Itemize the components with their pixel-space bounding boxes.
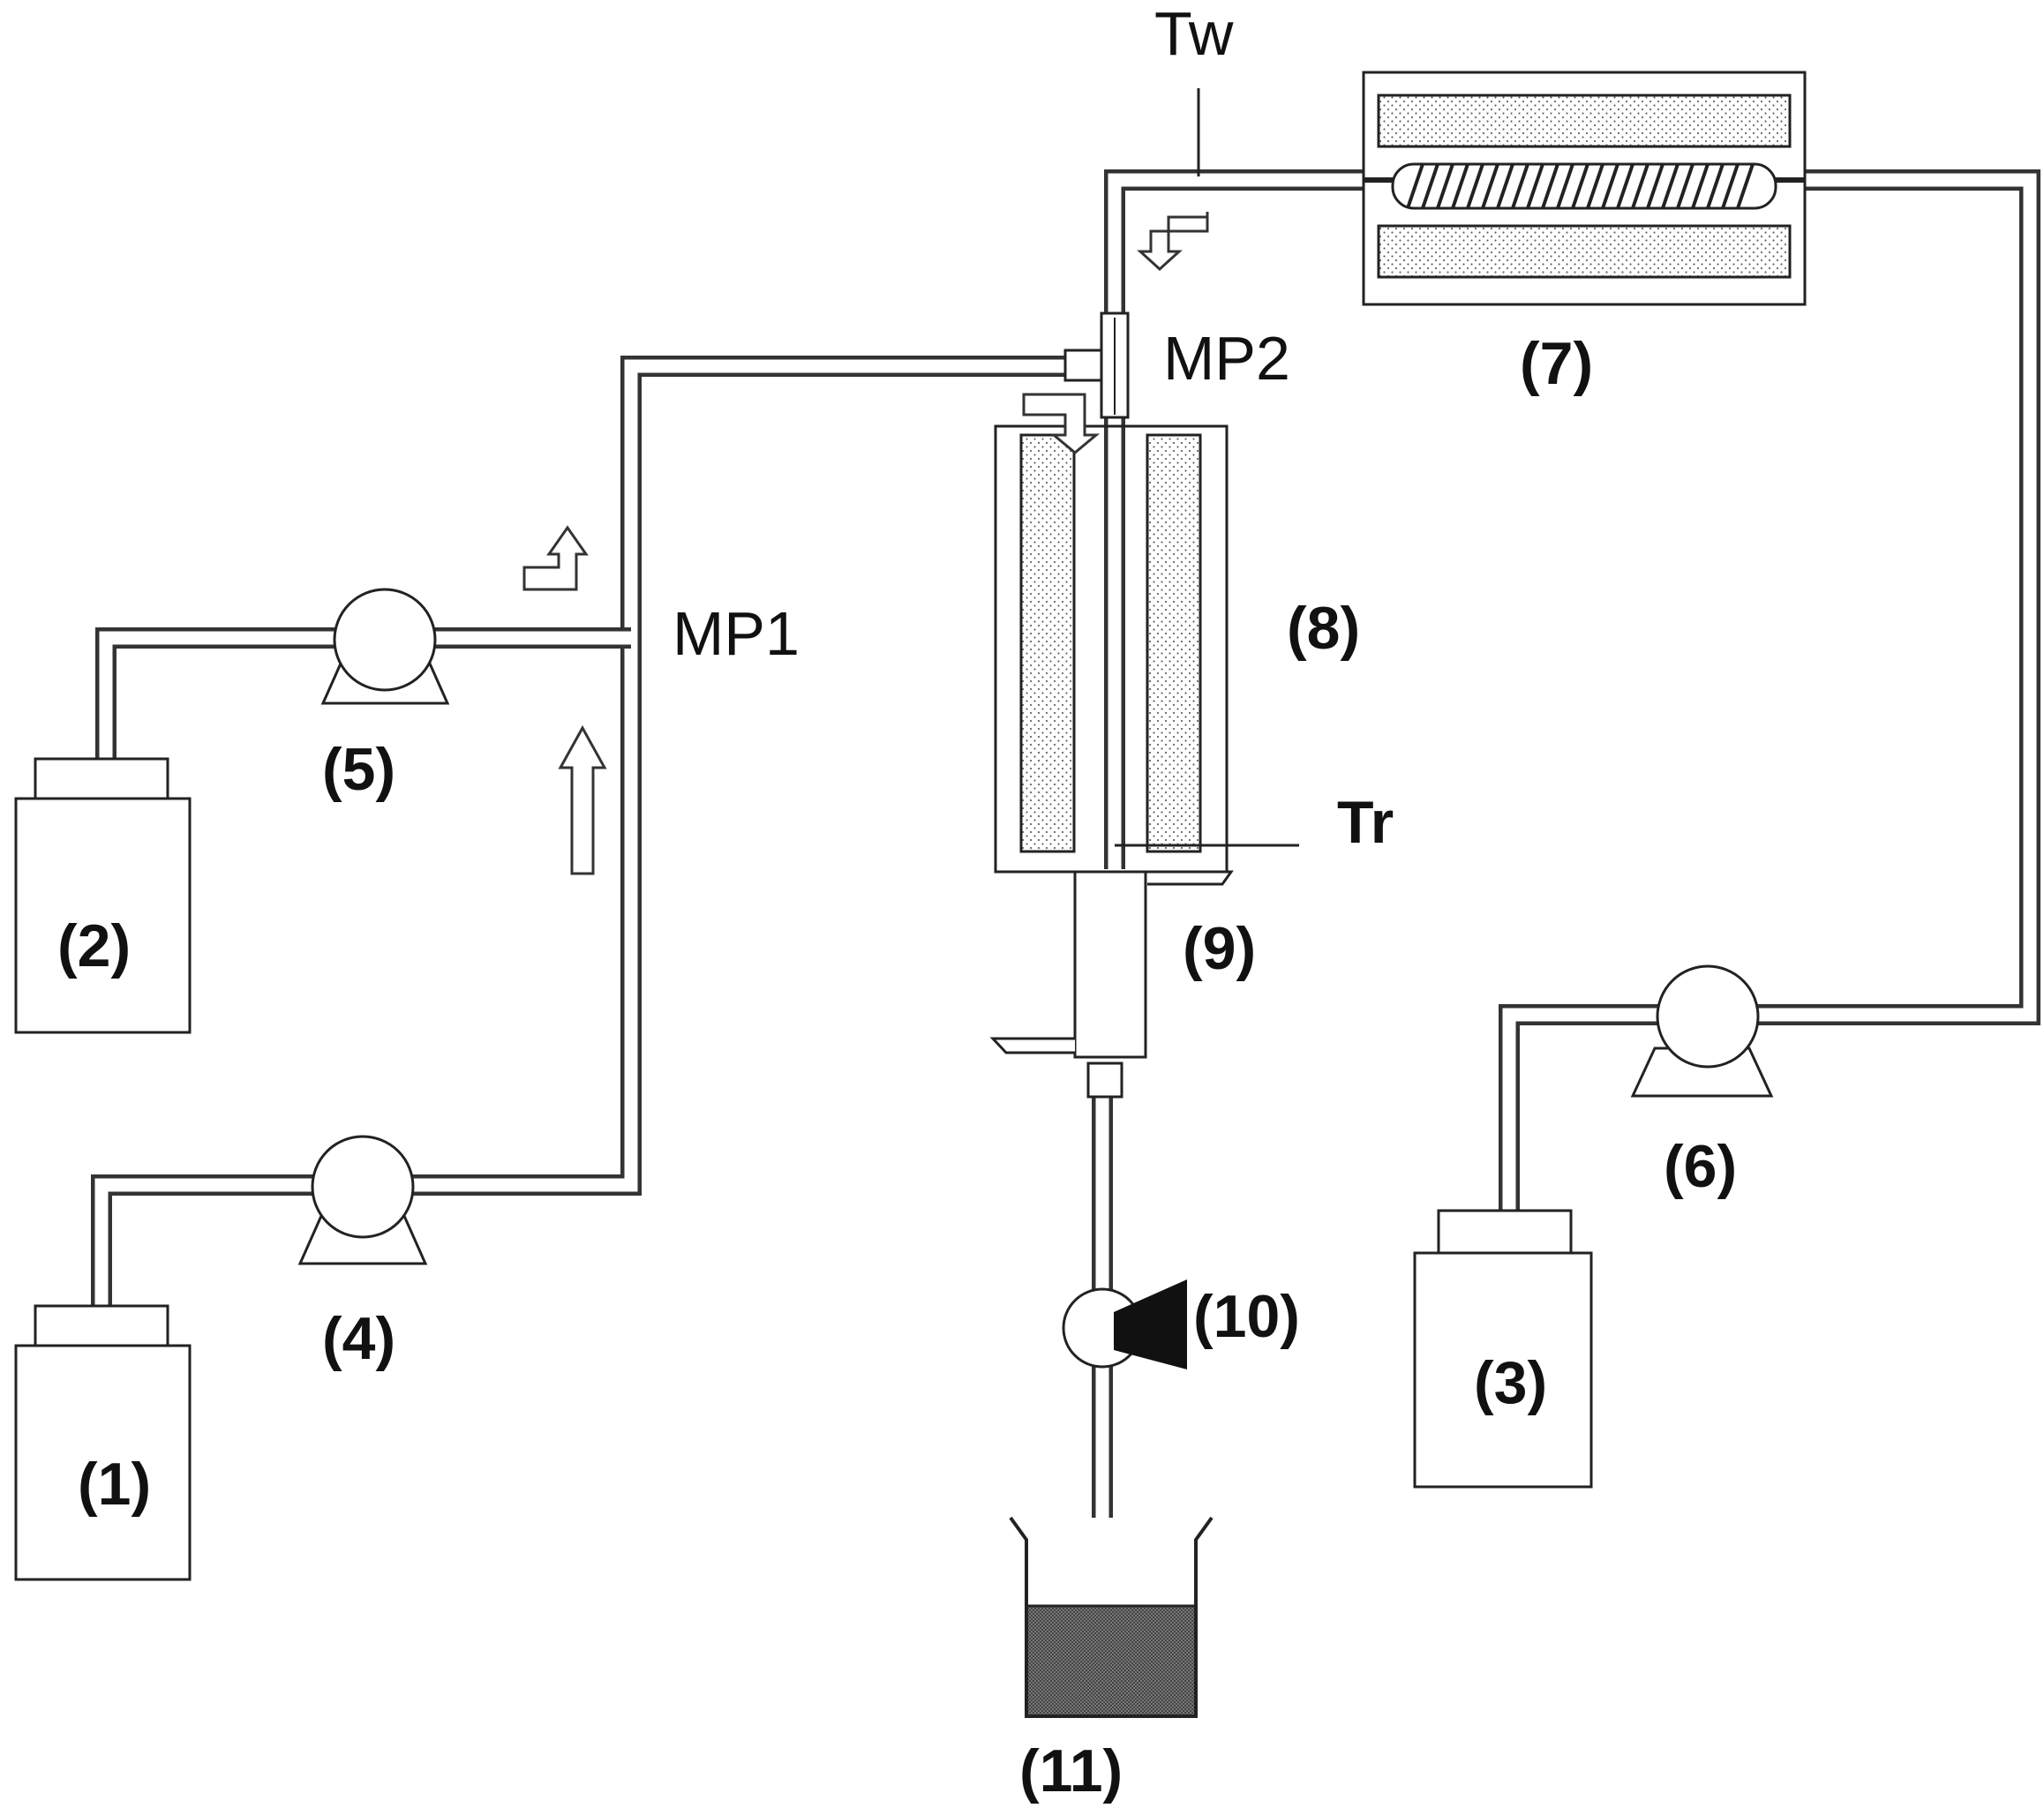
- label-tank-3: (3): [1474, 1349, 1547, 1416]
- pipe-tank1-to-mp2-bore: [94, 359, 1090, 1306]
- label-tr: Tr: [1337, 789, 1394, 856]
- feed-tank-1: [14, 1304, 192, 1581]
- label-tw: Tw: [1154, 0, 1234, 68]
- label-pump-5: (5): [322, 736, 395, 803]
- pipe-tank1-to-mp2: [91, 356, 1090, 1306]
- beaker-walls: [1009, 1516, 1214, 1718]
- label-beaker-11: (11): [1019, 1737, 1123, 1804]
- pipe-tank2-to-mp1-bore: [99, 631, 631, 759]
- bent-down-arrow-icon-mp2: [1022, 393, 1101, 454]
- reactor-furnace-8: [994, 424, 1234, 886]
- pump-4: [297, 1135, 428, 1265]
- label-cooler-9: (9): [1183, 915, 1256, 982]
- feed-tank-2: [14, 757, 192, 1034]
- up-arrow-icon: [558, 724, 607, 875]
- label-tank-1: (1): [78, 1451, 151, 1518]
- pump-5: [320, 588, 450, 705]
- pipe-tank3-to-mp2-bore: [1502, 173, 2037, 1211]
- pipe-preheater-to-mp2-bore: [1108, 173, 1377, 318]
- cooler-nozzle: [989, 1037, 1075, 1054]
- bent-up-arrow-icon: [522, 525, 589, 591]
- labels: (1) (2) (3) (4) (5) (6) (7) (8) (9) (10)…: [57, 0, 1737, 1804]
- label-reactor-8: (8): [1287, 595, 1360, 662]
- feed-tank-3: [1413, 1209, 1593, 1489]
- label-pump-4: (4): [322, 1305, 395, 1372]
- cooler-9: [989, 870, 1147, 1099]
- label-pump-6: (6): [1664, 1133, 1737, 1200]
- furnace-base-ledge: [1147, 870, 1234, 886]
- flow-arrows: [522, 212, 1209, 875]
- label-mp1: MP1: [673, 599, 800, 668]
- back-pressure-valve-10: [1062, 1279, 1187, 1369]
- valve-actuator: [1114, 1279, 1187, 1369]
- label-tank-2: (2): [57, 912, 131, 979]
- label-preheater-7: (7): [1520, 330, 1593, 397]
- preheater-7: [1362, 71, 1807, 306]
- label-valve-10: (10): [1193, 1283, 1300, 1350]
- pump-6: [1630, 964, 1774, 1098]
- mixing-tee-mp2: [1063, 311, 1130, 419]
- piping: [91, 169, 2040, 1518]
- bent-down-arrow-icon-preheater: [1137, 212, 1209, 272]
- label-mp2: MP2: [1163, 324, 1290, 393]
- collection-beaker-11: [1009, 1516, 1214, 1718]
- coil-windings: [1406, 163, 1755, 209]
